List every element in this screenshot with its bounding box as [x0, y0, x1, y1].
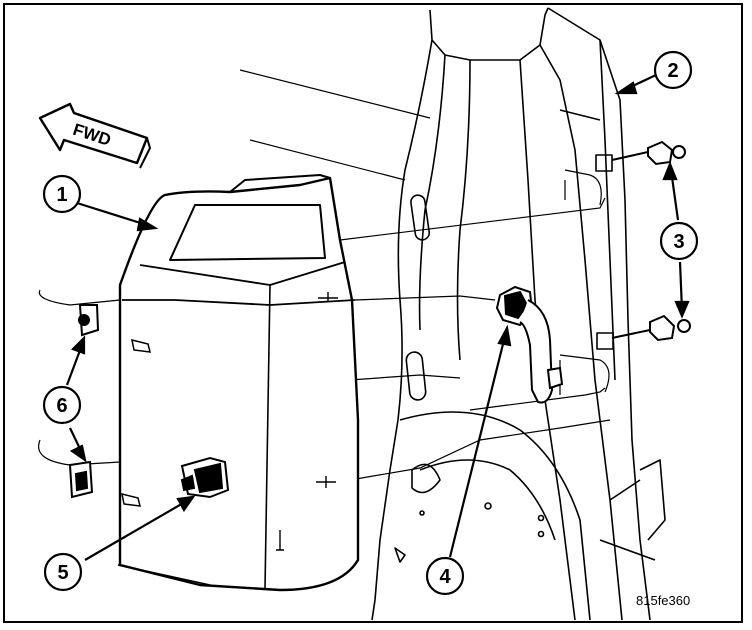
callout-6-circle	[42, 385, 82, 425]
figure-id: 815fe360	[636, 593, 690, 608]
callout-5-circle	[43, 552, 83, 592]
wiring-harness-connector	[495, 285, 564, 404]
callout-3-circle	[659, 221, 699, 261]
callout-circles	[42, 50, 699, 596]
callout-4-label: 4	[439, 566, 451, 588]
callout-1-label: 1	[56, 184, 67, 206]
mounting-nuts	[611, 140, 691, 342]
callout-2-label: 2	[667, 60, 678, 82]
tail-lamp-assembly	[117, 174, 360, 592]
callout-4-circle	[425, 556, 465, 596]
diagram-border	[3, 3, 743, 623]
alignment-lines	[38, 169, 611, 481]
lamp-socket-connector	[180, 456, 230, 499]
callout-5-label: 5	[57, 562, 68, 584]
callout-1-circle	[42, 174, 82, 214]
callout-2-circle	[653, 50, 693, 90]
callout-numbers: 1 2 3 4 5 6	[56, 60, 684, 588]
forward-direction-arrow: FWD	[38, 102, 152, 169]
callout-leaders	[65, 74, 690, 561]
push-pin-fasteners	[68, 304, 151, 507]
callout-3-label: 3	[673, 231, 684, 253]
callout-6-label: 6	[56, 395, 67, 417]
